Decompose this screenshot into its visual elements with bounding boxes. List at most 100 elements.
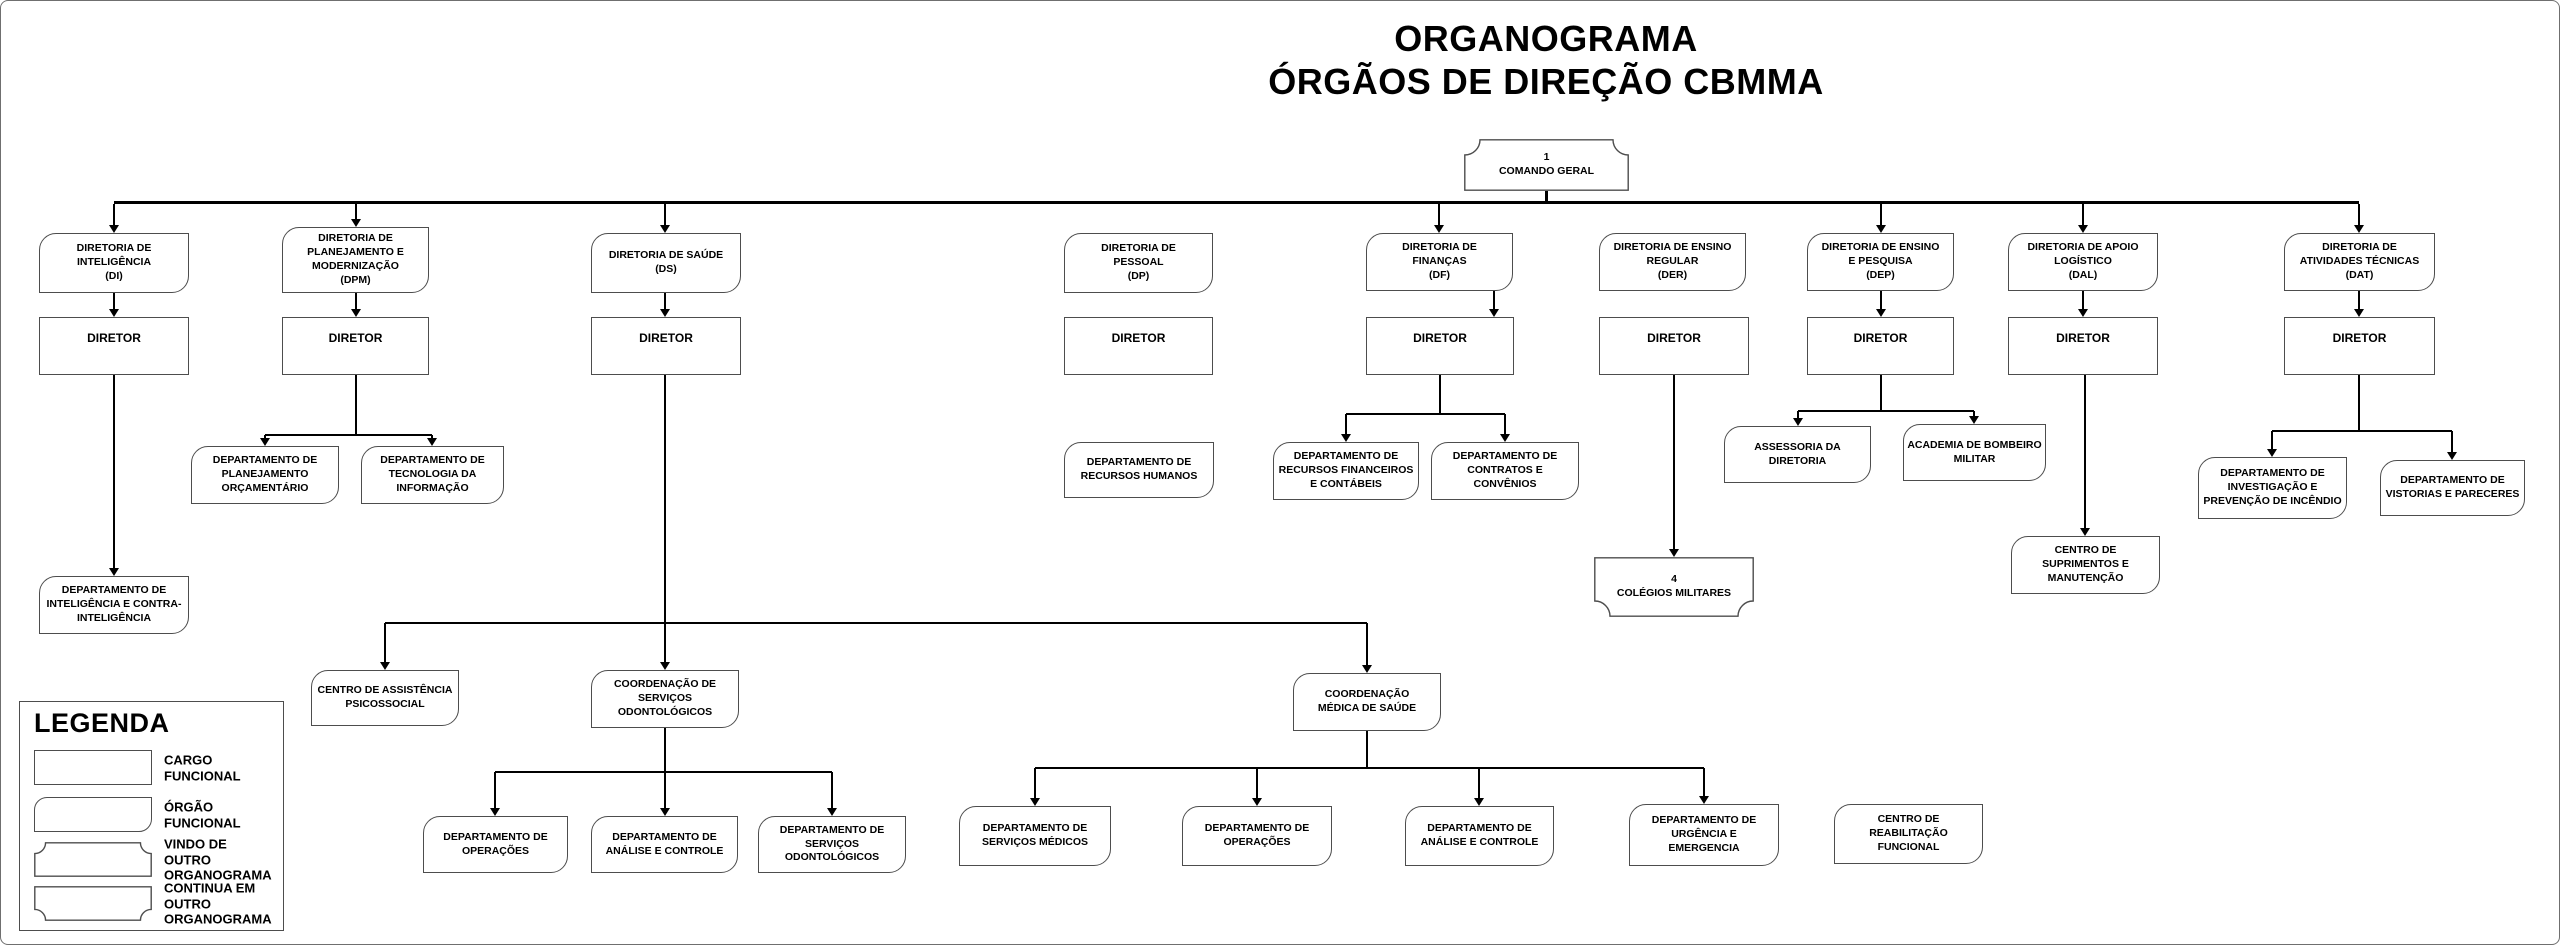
arrowhead-down xyxy=(660,662,670,670)
arrowhead-down xyxy=(109,225,119,233)
arrowhead-down xyxy=(109,309,119,317)
arrowhead-down xyxy=(260,438,270,446)
legend-label-continua: CONTINUA EM OUTRO ORGANOGRAMA xyxy=(164,880,272,927)
connector-line xyxy=(2358,204,2360,225)
arrowhead-down xyxy=(827,808,837,816)
legend-item-vindo: VINDO DE OUTRO ORGANOGRAMA xyxy=(34,837,274,883)
diretor-dp: DIRETOR xyxy=(1064,317,1213,375)
centro-assistencia-psicossocial-label: CENTRO DE ASSISTÊNCIA PSICOSSOCIAL xyxy=(317,684,453,710)
connector-line xyxy=(113,375,115,568)
connector-line xyxy=(1673,375,1675,549)
diretor-dp-label: DIRETOR xyxy=(1111,331,1166,346)
legend-item-cargo: CARGO FUNCIONAL xyxy=(34,750,274,786)
dept-vistorias-pareceres-label: DEPARTAMENTO DE VISTORIAS E PARECERES xyxy=(2385,474,2520,500)
diretoria-saude-label: DIRETORIA DE SAÚDE (DS) xyxy=(608,249,724,275)
diretor-dat-label: DIRETOR xyxy=(2332,331,2387,346)
centro-suprimentos-manutencao-label: CENTRO DE SUPRIMENTOS E MANUTENÇÃO xyxy=(2042,544,2129,584)
diretor-df: DIRETOR xyxy=(1366,317,1514,375)
connector-line xyxy=(1366,623,1368,665)
arrowhead-down xyxy=(1341,434,1351,442)
connector-line xyxy=(2082,204,2084,225)
dept-analise-controle-odonto: DEPARTAMENTO DE ANÁLISE E CONTROLE xyxy=(591,816,738,873)
diretor-dep-label: DIRETOR xyxy=(1853,331,1908,346)
coordenacao-servicos-odontologicos-label: COORDENAÇÃO DE SERVIÇOS ODONTOLÓGICOS xyxy=(613,678,717,718)
connector-line xyxy=(1035,767,1704,769)
legend-item-orgao: ÓRGÃO FUNCIONAL xyxy=(34,797,274,833)
legend-title: LEGENDA xyxy=(34,708,170,738)
connector-line xyxy=(2358,291,2360,309)
arrowhead-down xyxy=(1252,798,1262,806)
arrowhead-down xyxy=(351,309,361,317)
dept-investigacao-prevencao-incendio: DEPARTAMENTO DE INVESTIGAÇÃO E PREVENÇÃO… xyxy=(2198,457,2347,519)
diretor-dal-label: DIRETOR xyxy=(2056,331,2110,346)
arrowhead-down xyxy=(1876,225,1886,233)
arrowhead-down xyxy=(490,808,500,816)
connector-line xyxy=(1880,375,1882,411)
legend-label-orgao: ÓRGÃO FUNCIONAL xyxy=(164,799,241,830)
diretoria-planejamento-modernizacao: DIRETORIA DE PLANEJAMENTO E MODERNIZAÇÃO… xyxy=(282,227,429,293)
arrowhead-down xyxy=(2267,449,2277,457)
centro-assistencia-psicossocial: CENTRO DE ASSISTÊNCIA PSICOSSOCIAL xyxy=(311,670,459,726)
assessoria-diretoria: ASSESSORIA DA DIRETORIA xyxy=(1724,426,1871,483)
connector-line xyxy=(2358,375,2360,431)
arrowhead-down xyxy=(1489,309,1499,317)
connector-line xyxy=(1478,768,1480,798)
connector-line xyxy=(1880,204,1882,225)
dept-tecnologia-informacao-label: DEPARTAMENTO DE TECNOLOGIA DA INFORMAÇÃO xyxy=(380,454,485,494)
diretor-di-label: DIRETOR xyxy=(87,331,141,346)
comando-geral: 1 COMANDO GERAL xyxy=(1464,139,1629,191)
connector-line xyxy=(264,435,266,438)
legend-item-continua: CONTINUA EM OUTRO ORGANOGRAMA xyxy=(34,881,274,927)
centro-reabilitacao-funcional-label: CENTRO DE REABILITAÇÃO FUNCIONAL xyxy=(1869,813,1948,853)
arrowhead-down xyxy=(427,438,437,446)
chart-title-line2: ÓRGÃOS DE DIREÇÃO CBMMA xyxy=(1268,61,1824,103)
diretoria-pessoal-label: DIRETORIA DE PESSOAL (DP) xyxy=(1101,242,1176,282)
diretoria-ensino-regular: DIRETORIA DE ENSINO REGULAR (DER) xyxy=(1599,233,1746,291)
legend-label-cargo: CARGO FUNCIONAL xyxy=(164,752,241,783)
connector-line xyxy=(2271,431,2273,449)
dept-analise-controle-medica-label: DEPARTAMENTO DE ANÁLISE E CONTROLE xyxy=(1420,822,1539,848)
dept-operacoes-medica-label: DEPARTAMENTO DE OPERAÇÕES xyxy=(1204,822,1310,848)
dept-servicos-odontologicos-label: DEPARTAMENTO DE SERVIÇOS ODONTOLÓGICOS xyxy=(779,823,885,864)
diretoria-apoio-logistico-label: DIRETORIA DE APOIO LOGÍSTICO (DAL) xyxy=(2027,241,2139,281)
arrowhead-down xyxy=(1699,796,1709,804)
legend-sample-cargo xyxy=(34,750,152,785)
dept-recursos-financeiros-contabeis-label: DEPARTAMENTO DE RECURSOS FINANCEIROS E C… xyxy=(1278,450,1414,490)
diretoria-ensino-pesquisa: DIRETORIA DE ENSINO E PESQUISA (DEP) xyxy=(1807,233,1954,291)
connector-line xyxy=(265,434,432,436)
connector-line xyxy=(114,200,2359,204)
legend-label-vindo: VINDO DE OUTRO ORGANOGRAMA xyxy=(164,836,272,883)
connector-line xyxy=(1439,375,1441,414)
dept-urgencia-emergencia-label: DEPARTAMENTO DE URGÊNCIA E EMERGENCIA xyxy=(1651,814,1757,854)
connector-line xyxy=(2082,291,2084,309)
diretoria-planejamento-modernizacao-label: DIRETORIA DE PLANEJAMENTO E MODERNIZAÇÃO… xyxy=(307,232,404,286)
diretor-ds-label: DIRETOR xyxy=(639,331,693,346)
arrowhead-down xyxy=(2354,309,2364,317)
arrowhead-down xyxy=(380,662,390,670)
dept-planejamento-orcamentario: DEPARTAMENTO DE PLANEJAMENTO ORÇAMENTÁRI… xyxy=(191,446,339,504)
academia-bombeiro-militar-label: ACADEMIA DE BOMBEIRO MILITAR xyxy=(1907,438,2042,465)
dept-investigacao-prevencao-incendio-label: DEPARTAMENTO DE INVESTIGAÇÃO E PREVENÇÃO… xyxy=(2203,467,2342,507)
dept-vistorias-pareceres: DEPARTAMENTO DE VISTORIAS E PARECERES xyxy=(2380,460,2525,516)
diretoria-inteligencia: DIRETORIA DE INTELIGÊNCIA (DI) xyxy=(39,233,189,293)
centro-reabilitacao-funcional: CENTRO DE REABILITAÇÃO FUNCIONAL xyxy=(1834,804,1983,864)
arrowhead-down xyxy=(1362,665,1372,673)
colegios-militares: 4 COLÉGIOS MILITARES xyxy=(1594,557,1754,617)
arrowhead-down xyxy=(2078,309,2088,317)
arrowhead-down xyxy=(660,808,670,816)
connector-line xyxy=(2451,431,2453,452)
diretoria-pessoal: DIRETORIA DE PESSOAL (DP) xyxy=(1064,233,1213,293)
legend-sample-vindo xyxy=(34,842,152,877)
continua-shape-outline xyxy=(1594,557,1754,617)
legend-sample-orgao xyxy=(34,797,152,832)
comando-geral-label: 1 COMANDO GERAL xyxy=(1498,151,1595,177)
diretor-der-label: DIRETOR xyxy=(1647,331,1701,346)
dept-recursos-financeiros-contabeis: DEPARTAMENTO DE RECURSOS FINANCEIROS E C… xyxy=(1273,442,1419,500)
connector-line xyxy=(1973,411,1975,416)
dept-planejamento-orcamentario-label: DEPARTAMENTO DE PLANEJAMENTO ORÇAMENTÁRI… xyxy=(212,454,318,494)
diretor-der: DIRETOR xyxy=(1599,317,1749,375)
arrowhead-down xyxy=(1669,549,1679,557)
dept-contratos-convenios: DEPARTAMENTO DE CONTRATOS E CONVÊNIOS xyxy=(1431,442,1579,500)
arrowhead-down xyxy=(1500,434,1510,442)
dept-operacoes-odonto-label: DEPARTAMENTO DE OPERAÇÕES xyxy=(443,830,548,857)
